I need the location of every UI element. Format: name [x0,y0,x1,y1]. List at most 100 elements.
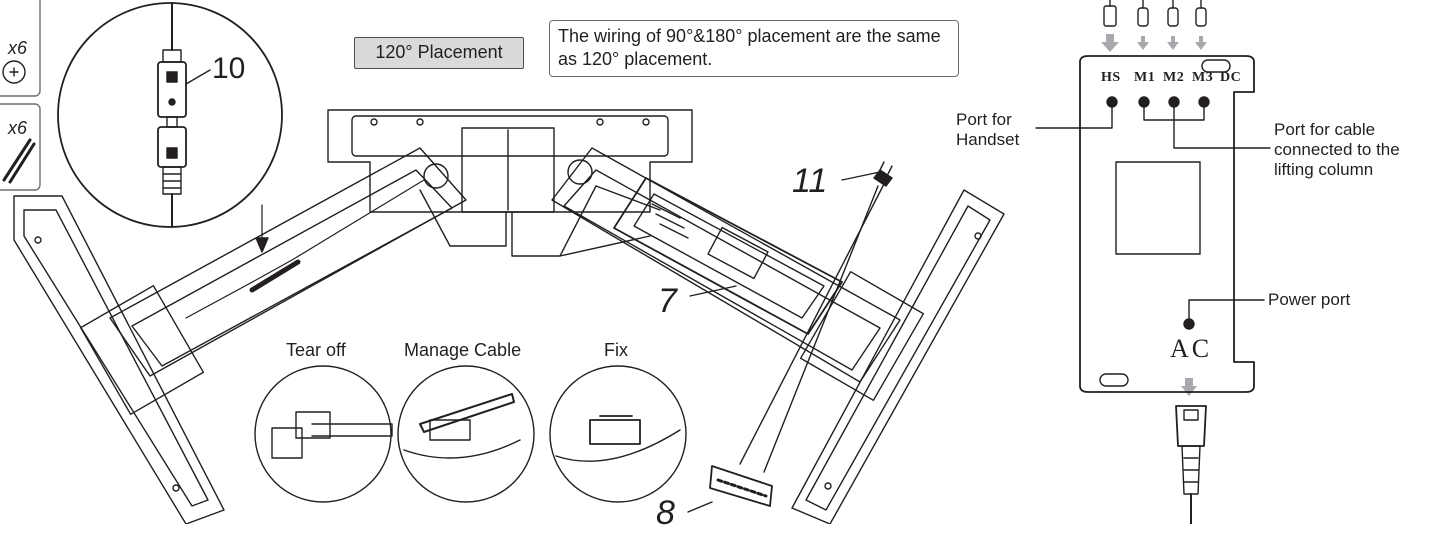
insert-arrows [1101,34,1207,396]
fix-clip [589,415,641,445]
inset-connector-a-window [166,71,178,83]
step-label-tear-off: Tear off [286,340,346,360]
handset-port-leader [1035,101,1113,129]
hs-plug [1103,5,1117,27]
port-label-hs: HS [1101,70,1121,85]
left-column [79,284,205,416]
port-label-m2: M2 [1163,70,1185,85]
screws-qty: x6 [8,38,28,58]
part-number-handset: 8 [656,494,675,532]
hs-arrow [1101,34,1119,52]
m3-arrow [1195,36,1207,50]
inset-part-number: 10 [212,52,246,85]
callout-handset-port: Port for Handset [956,110,1020,149]
cable-connector [249,259,301,293]
ac-strain-relief [1181,445,1201,495]
manage-clip [429,419,471,441]
fix-wire [555,429,681,462]
part-number-control-box: 7 [658,282,677,320]
wiring-loop-left [419,189,507,247]
handset-cable [763,185,879,473]
left-foot-hole-2 [172,484,180,492]
port-label-m3: M3 [1192,70,1214,85]
ac-arrow [1181,378,1197,396]
power-cord-leader [841,171,881,181]
cable-steps [254,365,687,503]
tear-off-clip [295,411,393,439]
placement-tag: 120° Placement [354,37,524,69]
center-plate-inner [351,115,669,157]
control-box-inner [633,193,825,319]
handset-body [709,465,773,507]
right-foot-hole-2 [824,482,832,490]
handset-leader [687,501,713,513]
left-beam-inner [131,169,453,367]
zoom-inset [57,2,283,253]
inset-plug-top [162,49,182,63]
bottom-ear-slot [1099,373,1129,387]
port-label-dc: DC [1220,70,1242,85]
right-beam-inner [563,169,881,371]
wiring-to-box [559,185,661,257]
screw-card [0,0,41,97]
left-beam [109,147,467,377]
right-beam-hole [567,159,593,185]
center-hole-1 [370,118,378,126]
control-box [613,177,843,335]
power-cord-pins [879,161,893,175]
right-column [799,270,925,402]
left-column-cable [185,179,425,319]
left-beam-hole [423,163,449,189]
power-cord-plug [873,169,893,187]
inset-connector-b [157,126,187,168]
manage-cable-tie [419,393,515,433]
right-foot-hole-1 [974,232,982,240]
column-port-bracket [1143,101,1271,149]
step-circle-tear-off [254,365,392,503]
tear-off-tape [271,427,303,459]
step-label-fix: Fix [604,340,628,360]
inset-connector-dot [168,98,176,106]
control-box-leader [689,285,737,297]
control-box-ports [651,203,689,239]
center-hole-4 [642,118,650,126]
control-box-label [707,226,769,280]
center-hole-3 [596,118,604,126]
left-foot-hole-1 [34,236,42,244]
center-mount-block [461,127,555,213]
step-circle-manage [397,365,535,503]
power-cord-group [687,161,893,513]
top-plugs [1103,0,1207,27]
center-plate [327,109,693,213]
cable-tie-card [0,103,41,191]
inset-connector-a [157,61,187,118]
hardware-panel [0,0,41,191]
callout-power-port: Power port [1268,290,1351,309]
ac-connector-cap [1183,409,1199,421]
m2-arrow [1167,36,1179,50]
step-label-manage-cable: Manage Cable [404,340,522,360]
step-circle-fix [549,365,687,503]
screw-icon [2,60,26,84]
callout-lifting-column-port: Port for cable connected to the lifting … [1274,120,1400,179]
port-label-m1: M1 [1134,70,1156,85]
center-hole-2 [416,118,424,126]
inset-circle [57,2,283,228]
m1-arrow [1137,36,1149,50]
part-number-power-cord: 11 [792,162,828,200]
box-label-area [1115,161,1201,255]
wiring-note: The wiring of 90°&180° placement are the… [549,20,959,77]
screw-cross [9,67,19,77]
ties-qty: x6 [8,118,28,138]
ac-label: AC [1170,334,1213,363]
left-foot-inner [23,209,209,507]
handset-buttons [716,478,768,498]
control-box-detail [1035,0,1271,525]
inset-connector-b-window [166,147,178,159]
m1-plug [1137,7,1149,27]
ac-connector [1175,405,1207,447]
inset-strain-relief [162,166,182,195]
top-ear-slot [1201,59,1231,73]
left-foot [13,195,225,525]
